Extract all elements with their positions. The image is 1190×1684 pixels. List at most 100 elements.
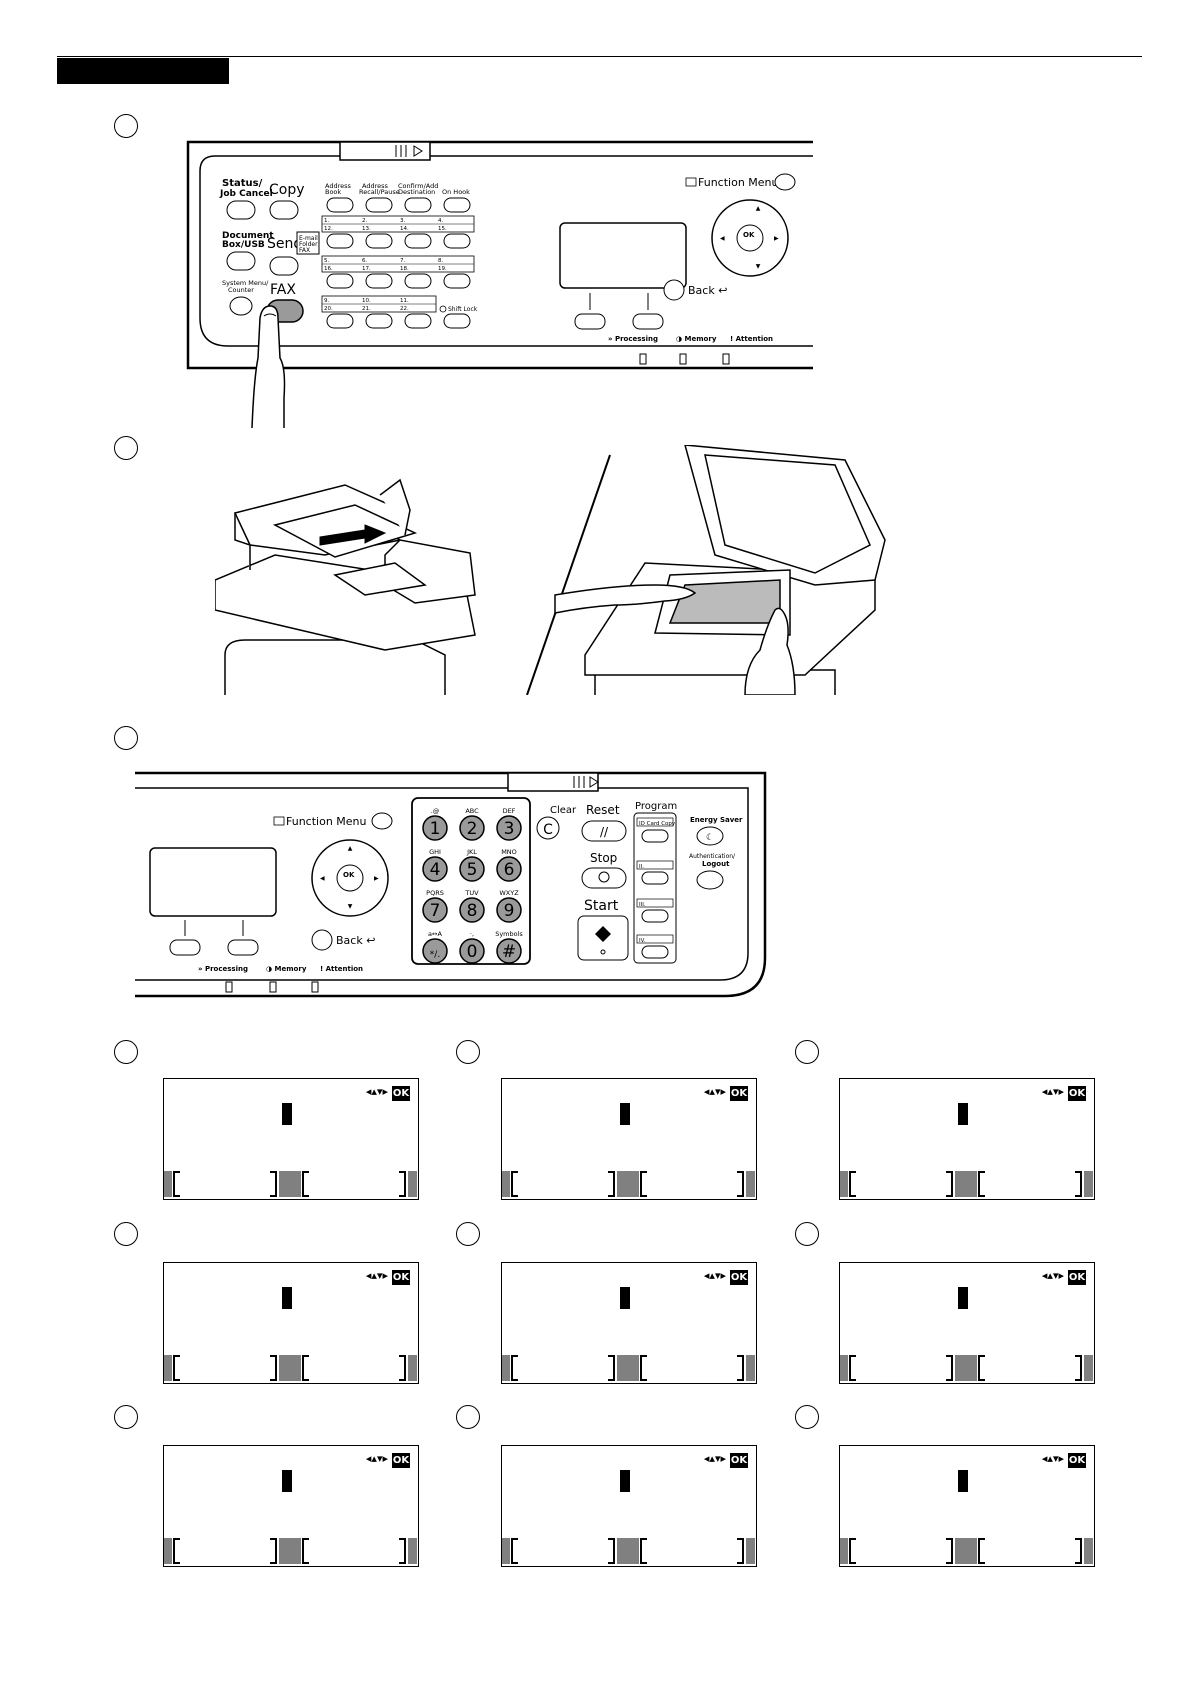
lcd-screen-6: ◂▴▾▸ OK xyxy=(839,1262,1095,1384)
function-menu-button-bottom[interactable] xyxy=(371,812,393,830)
substep-circle-4 xyxy=(114,1222,138,1246)
svg-text:☾: ☾ xyxy=(706,833,714,843)
confirm-add-button[interactable] xyxy=(404,197,432,213)
ok-badge: OK xyxy=(1068,1270,1086,1285)
svg-text:Program: Program xyxy=(635,801,677,812)
clear-button[interactable] xyxy=(536,816,560,840)
nav-arrows-icon: ◂▴▾▸ xyxy=(1041,1269,1064,1282)
send-button[interactable] xyxy=(269,256,299,276)
keypad-key-5[interactable] xyxy=(459,856,485,882)
svg-text:▼: ▼ xyxy=(756,263,761,270)
insert-arrow-icon xyxy=(319,524,387,546)
operation-panel-top: Status/ Job Cancel Copy Document Box/USB… xyxy=(186,140,813,428)
keypad-key-9[interactable] xyxy=(496,897,522,923)
ok-badge: OK xyxy=(392,1086,410,1101)
back-button[interactable] xyxy=(663,279,685,301)
keypad-key-label: */. xyxy=(430,950,440,960)
program-button-1[interactable] xyxy=(641,829,669,843)
svg-text:7.: 7. xyxy=(400,258,405,264)
soft-key-right-bottom[interactable] xyxy=(227,939,259,956)
svg-text:Folder: Folder xyxy=(299,241,318,248)
program-button-3[interactable] xyxy=(641,909,669,923)
keypad-letters: GHI xyxy=(429,848,441,856)
keypad-key-11[interactable] xyxy=(459,938,485,964)
ok-key-bottom[interactable] xyxy=(336,864,364,892)
soft-key-left[interactable] xyxy=(574,313,606,330)
document-processor-illustration xyxy=(215,478,476,695)
svg-text:IV.: IV. xyxy=(639,938,646,944)
keypad-letters: DEF xyxy=(503,807,516,815)
svg-text:C: C xyxy=(543,822,553,838)
keypad-key-3[interactable] xyxy=(496,815,522,841)
svg-text:15.: 15. xyxy=(438,226,447,232)
svg-text:Authentication/: Authentication/ xyxy=(689,853,736,860)
program-button-4[interactable] xyxy=(641,945,669,959)
memory-indicator: ◑ Memory xyxy=(676,335,717,343)
svg-text:On Hook: On Hook xyxy=(442,188,470,196)
stop-button[interactable] xyxy=(581,867,627,889)
keypad-key-label: 7 xyxy=(430,901,441,921)
keypad-key-10[interactable] xyxy=(422,938,448,964)
on-hook-button[interactable] xyxy=(443,197,471,213)
keypad-key-8[interactable] xyxy=(459,897,485,923)
keypad-letters: Symbols xyxy=(495,930,523,938)
lcd-screen-2: ◂▴▾▸OK xyxy=(501,1078,757,1200)
lcd-screen-7: ◂▴▾▸OK xyxy=(163,1445,419,1567)
processing-indicator: » Processing xyxy=(608,335,658,343)
substep-circle-9 xyxy=(795,1405,819,1429)
svg-text:13.: 13. xyxy=(362,226,371,232)
back-button-bottom[interactable] xyxy=(311,929,333,951)
svg-text:Box/USB: Box/USB xyxy=(222,240,265,250)
function-menu-label: Function Menu xyxy=(698,176,779,189)
soft-key-left-bottom[interactable] xyxy=(169,939,201,956)
cursor-block xyxy=(282,1470,292,1492)
start-icon xyxy=(595,926,611,942)
svg-text:5.: 5. xyxy=(324,258,329,264)
svg-text:11.: 11. xyxy=(400,298,409,304)
keypad-key-label: 2 xyxy=(467,819,478,839)
cursor-block xyxy=(958,1103,968,1125)
svg-text:Start: Start xyxy=(584,898,619,914)
energy-saver-button[interactable] xyxy=(696,826,724,846)
soft-key-bar xyxy=(502,1171,756,1197)
function-menu-button[interactable] xyxy=(774,173,796,191)
status-job-cancel-button[interactable] xyxy=(226,200,256,220)
substep-circle-7 xyxy=(114,1405,138,1429)
step-circle-1 xyxy=(114,114,138,138)
keypad-key-7[interactable] xyxy=(422,897,448,923)
lcd-screen-5: ◂▴▾▸OK xyxy=(501,1262,757,1384)
soft-key-right[interactable] xyxy=(632,313,664,330)
reset-button[interactable] xyxy=(581,820,627,842)
keypad-key-12[interactable] xyxy=(496,938,522,964)
lcd-screen-1: ◂▴▾▸OK xyxy=(163,1078,419,1200)
authentication-logout-button[interactable] xyxy=(696,870,724,890)
document-box-button[interactable] xyxy=(226,251,256,271)
keypad-key-2[interactable] xyxy=(459,815,485,841)
address-book-button[interactable] xyxy=(326,197,354,213)
ok-badge: OK xyxy=(392,1453,410,1468)
program-button-2[interactable] xyxy=(641,871,669,885)
system-menu-button[interactable] xyxy=(229,296,253,316)
address-recall-button[interactable] xyxy=(365,197,393,213)
document-loading-illustration xyxy=(215,445,886,695)
keypad-key-1[interactable] xyxy=(422,815,448,841)
svg-text:Stop: Stop xyxy=(590,851,617,865)
platen-illustration xyxy=(584,445,886,695)
soft-key-bar xyxy=(164,1355,418,1381)
svg-text:8.: 8. xyxy=(438,258,443,264)
attention-indicator: ! Attention xyxy=(730,335,773,343)
svg-text:20.: 20. xyxy=(324,306,333,312)
svg-text:ID Card Copy: ID Card Copy xyxy=(639,821,676,827)
cursor-block xyxy=(620,1470,630,1492)
keypad-key-4[interactable] xyxy=(422,856,448,882)
soft-key-bar xyxy=(164,1171,418,1197)
ok-key[interactable] xyxy=(736,224,764,252)
keypad-key-6[interactable] xyxy=(496,856,522,882)
svg-text:2.: 2. xyxy=(362,218,367,224)
lcd-screen-8: ◂▴▾▸OK xyxy=(501,1445,757,1567)
copy-button[interactable] xyxy=(269,200,299,220)
soft-key-bar xyxy=(502,1355,756,1381)
cursor-block xyxy=(620,1287,630,1309)
svg-text:» Processing: » Processing xyxy=(198,965,248,973)
right-hand-icon xyxy=(744,607,796,695)
